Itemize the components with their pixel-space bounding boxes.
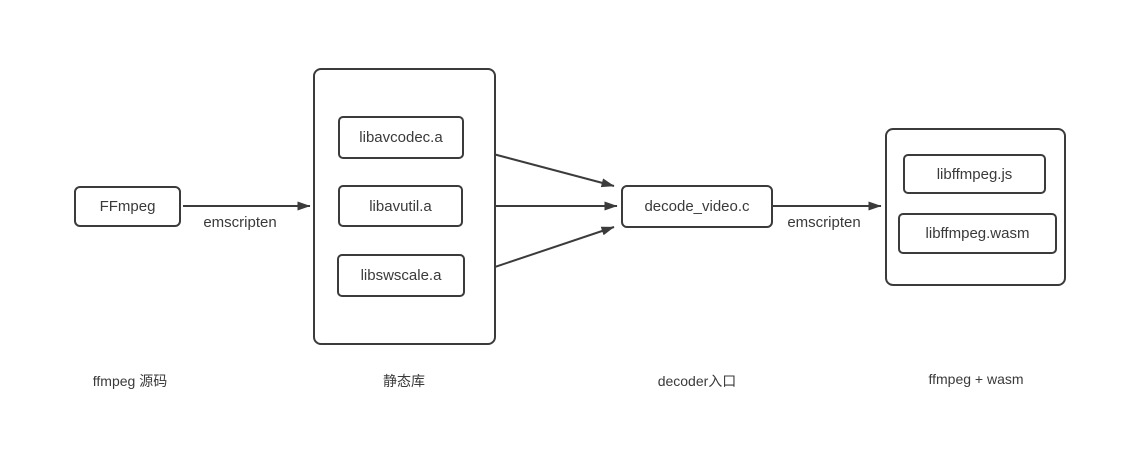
arrow-libavcodec-to-decode: [477, 149, 615, 188]
arrow-libswscale-to-decode: [476, 226, 615, 274]
emscripten-edge-label-right: emscripten: [787, 214, 861, 231]
caption-static-libs: 静态库: [383, 373, 425, 389]
libffmpeg-js-node: libffmpeg.js: [903, 154, 1046, 194]
libswscale-node: libswscale.a: [337, 254, 465, 297]
decode-video-node: decode_video.c: [621, 185, 773, 228]
caption-ffmpeg-source: ffmpeg 源码: [92, 373, 168, 389]
caption-ffmpeg-wasm: ffmpeg + wasm: [928, 371, 1024, 387]
libavcodec-node: libavcodec.a: [338, 116, 464, 159]
libffmpeg-wasm-node: libffmpeg.wasm: [898, 213, 1057, 254]
libavutil-node: libavutil.a: [338, 185, 463, 227]
caption-decoder-entry: decoder入口: [657, 373, 737, 389]
wasm-output-group: [885, 128, 1066, 286]
ffmpeg-node: FFmpeg: [74, 186, 181, 227]
emscripten-edge-label-left: emscripten: [203, 214, 277, 231]
